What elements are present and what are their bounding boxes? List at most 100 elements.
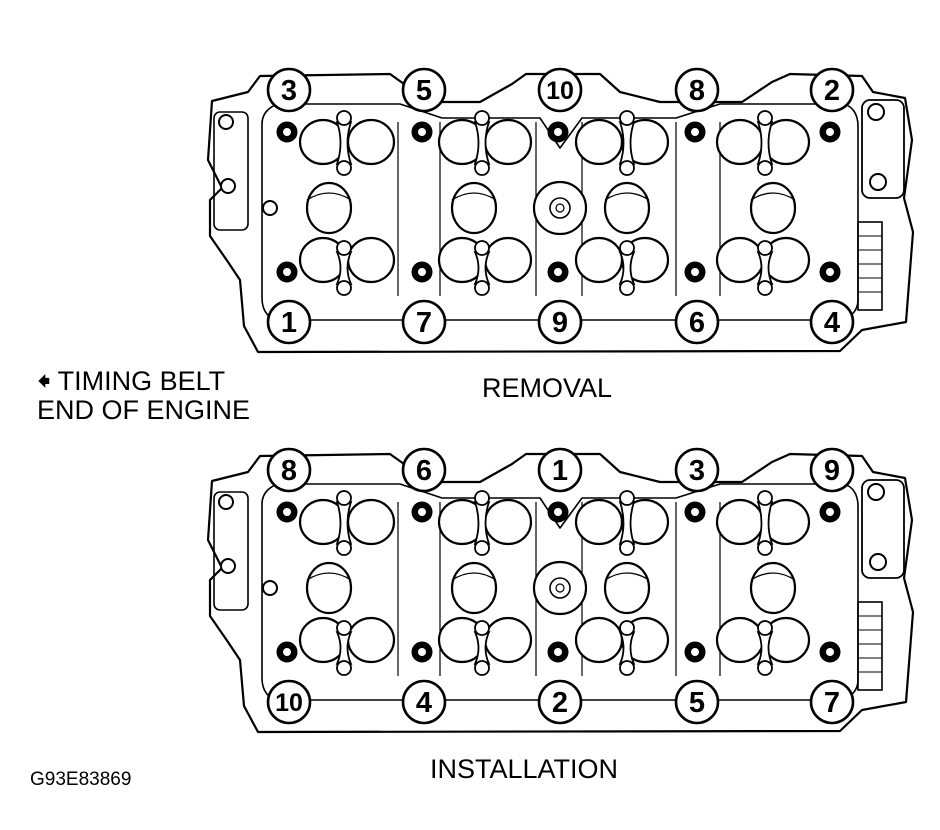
installation-rocker-arm [756,501,774,545]
installation-rocker-arm [756,631,774,665]
removal-rocker-arm [756,121,774,165]
timing-belt-line2: END OF ENGINE [37,395,251,425]
installation-top-bolt-number: 3 [674,447,720,493]
removal-mounting-hole [220,178,236,194]
installation-rear-plate [857,601,883,691]
svg-text:10: 10 [275,689,303,717]
removal-valve-lobe [483,118,533,166]
removal-valve-lobe [346,118,396,166]
installation-bottom-bolt-number: 7 [809,679,855,725]
svg-text:3: 3 [689,455,705,487]
installation-mounting-hole [869,553,887,571]
installation-camshaft-journal [603,561,651,615]
removal-valve-lobe [483,236,533,284]
svg-text:5: 5 [416,75,432,107]
removal-top-bolt-number: 8 [674,67,720,113]
installation-mounting-hole [220,558,236,574]
svg-text:6: 6 [689,307,705,339]
svg-text:2: 2 [552,687,568,719]
removal-head-diagram: 3 5 10 8 2 1 7 9 6 4 [206,67,915,354]
installation-bottom-bolt-number: 10 [266,679,312,725]
removal-rear-housing [861,99,905,199]
removal-top-bolt-number: 5 [401,67,447,113]
svg-text:1: 1 [552,455,568,487]
svg-text:8: 8 [689,75,705,107]
removal-bottom-bolt-number: 4 [809,299,855,345]
installation-rocker-arm [473,501,491,545]
installation-valve-lobe [715,498,765,546]
installation-camshaft-journal [450,561,498,615]
installation-valve-lobe [346,616,396,664]
removal-camshaft-journal [603,181,651,235]
installation-mounting-hole [867,483,885,501]
installation-valve-lobe [574,498,624,546]
installation-camshaft-journal [749,561,797,615]
svg-text:2: 2 [824,75,840,107]
svg-text:4: 4 [416,687,432,719]
installation-camshaft-journal [305,561,353,615]
removal-valve-lobe [574,118,624,166]
removal-mounting-hole [218,114,234,130]
svg-text:1: 1 [281,307,297,339]
removal-valve-lobe [620,118,670,166]
svg-text:4: 4 [824,307,840,339]
installation-rocker-arm [618,501,636,545]
removal-top-bolt-number: 10 [537,67,583,113]
removal-valve-lobe [574,236,624,284]
removal-mounting-hole [869,173,887,191]
timing-belt-line1: TIMING BELT [57,366,226,396]
installation-top-bolt-number: 1 [537,447,583,493]
removal-rocker-arm [756,251,774,285]
removal-camshaft-journal [450,181,498,235]
svg-text:8: 8 [281,455,297,487]
removal-valve-lobe [346,236,396,284]
installation-top-bolt-number: 9 [809,447,855,493]
installation-caption: INSTALLATION [430,754,619,784]
installation-top-bolt-number: 8 [266,447,312,493]
removal-rocker-arm [335,121,353,165]
installation-front-bracket [213,491,249,611]
removal-caption: REMOVAL [482,373,613,403]
removal-front-bracket [213,111,249,231]
removal-bottom-bolt-number: 6 [674,299,720,345]
installation-mounting-hole [218,494,234,510]
installation-valve-lobe [574,616,624,664]
removal-rocker-arm [335,251,353,285]
svg-text:10: 10 [546,77,574,105]
svg-text:6: 6 [416,455,432,487]
installation-bottom-bolt-number: 4 [401,679,447,725]
svg-text:5: 5 [689,687,705,719]
removal-bottom-bolt-number: 9 [537,299,583,345]
removal-rear-plate [857,221,883,311]
removal-head-outline [206,72,915,354]
installation-rocker-arm [618,631,636,665]
removal-bottom-bolt-number: 7 [401,299,447,345]
installation-valve-lobe [346,498,396,546]
removal-top-bolt-number: 2 [809,67,855,113]
installation-rear-housing [861,479,905,579]
removal-rocker-arm [618,251,636,285]
removal-rocker-arm [618,121,636,165]
installation-valve-lobe [620,498,670,546]
installation-spark-plug-well [532,560,588,616]
removal-valve-lobe [715,236,765,284]
installation-valve-lobe [483,616,533,664]
installation-rocker-arm [473,631,491,665]
installation-rocker-arm [335,631,353,665]
removal-spark-plug-well [532,180,588,236]
left-arrow-icon: 🠸 [37,366,51,396]
svg-text:9: 9 [552,307,568,339]
svg-text:9: 9 [824,455,840,487]
removal-bottom-bolt-number: 1 [266,299,312,345]
installation-bottom-bolt-number: 5 [674,679,720,725]
installation-valve-lobe [715,616,765,664]
installation-valve-lobe [483,498,533,546]
removal-camshaft-journal [305,181,353,235]
removal-top-bolt-number: 3 [266,67,312,113]
removal-rocker-arm [473,121,491,165]
svg-text:7: 7 [824,687,840,719]
figure-code: G93E83869 [30,769,132,790]
removal-valve-lobe [715,118,765,166]
removal-camshaft-journal [749,181,797,235]
